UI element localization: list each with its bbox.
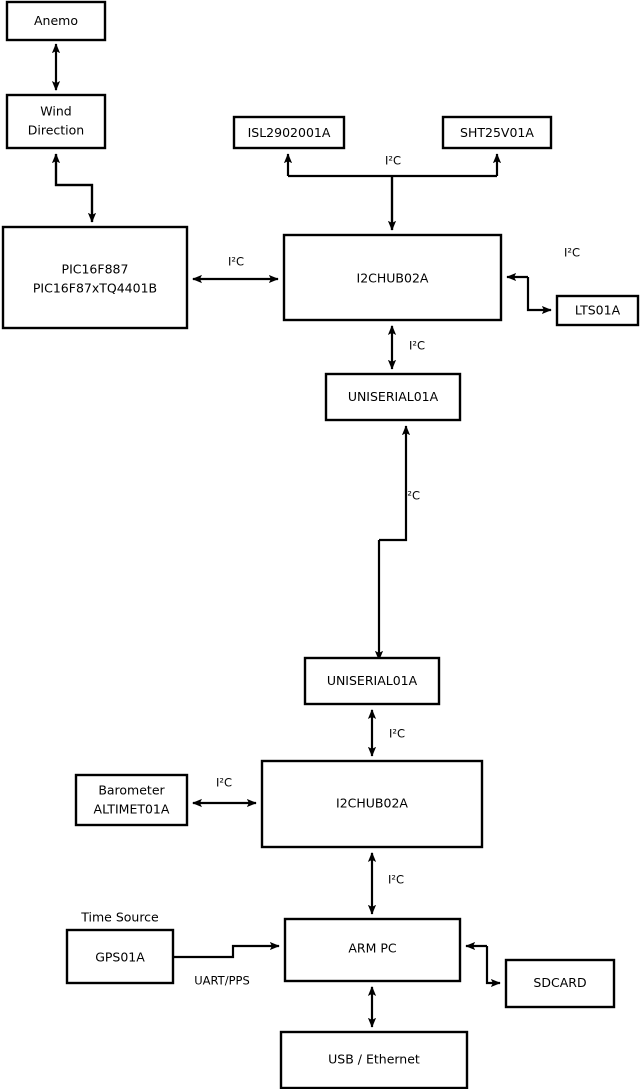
node-sht25v01a-label: SHT25V01A [460, 125, 534, 140]
node-usb-ethernet-box[interactable] [279, 1030, 469, 1089]
node-pic-box[interactable] [1, 225, 189, 330]
edge-label-i2c-hub-lts: I²C [564, 246, 580, 260]
node-barometer[interactable]: Barometer ALTIMET01A [74, 773, 189, 827]
node-isl2902001a-label: ISL2902001A [248, 125, 331, 140]
node-sdcard-box[interactable] [504, 958, 616, 1009]
node-pic-label-line1: PIC16F887 [62, 262, 129, 277]
node-barometer-box[interactable] [74, 773, 189, 827]
node-usb-ethernet-label: USB / Ethernet [328, 1052, 420, 1067]
connector-armpc-to-sdcard [485, 946, 501, 988]
node-arm-pc-label: ARM PC [348, 941, 397, 956]
node-barometer-label-line2: ALTIMET01A [94, 802, 170, 817]
node-sdcard[interactable]: SDCARD [504, 958, 616, 1009]
node-sdcard-label: SDCARD [533, 975, 586, 990]
node-uniserial01a-lower[interactable]: UNISERIAL01A [303, 656, 441, 706]
node-sht25v01a[interactable]: SHT25V01A [441, 115, 553, 150]
edge-label-i2c-hub-uniserial: I²C [409, 339, 425, 353]
node-i2chub02a-top-label: I2CHUB02A [357, 271, 429, 286]
node-gps01a[interactable]: GPS01A [65, 928, 175, 985]
node-uniserial01a-upper-label: UNISERIAL01A [348, 389, 439, 404]
node-uniserial01a-upper[interactable]: UNISERIAL01A [324, 372, 462, 422]
edge-label-i2c-baro-hub: I²C [216, 776, 232, 790]
node-barometer-label-line1: Barometer [98, 783, 165, 798]
node-pic-label-line2: PIC16F87xTQ4401B [33, 281, 157, 296]
node-i2chub02a-bottom-box[interactable] [260, 759, 484, 849]
node-isl2902001a[interactable]: ISL2902001A [232, 115, 346, 150]
node-sht25v01a-box[interactable] [441, 115, 553, 150]
node-i2chub02a-bottom[interactable]: I2CHUB02A [260, 759, 484, 849]
node-wind-direction-label-line2: Direction [28, 123, 84, 138]
edge-label-uart-pps: UART/PPS [194, 974, 250, 988]
node-uniserial01a-lower-label: UNISERIAL01A [327, 673, 418, 688]
edge-label-i2c-uniserial-link: I²C [404, 489, 420, 503]
node-isl2902001a-box[interactable] [232, 115, 346, 150]
node-anemo[interactable]: Anemo [5, 0, 107, 42]
connector-pic-to-wind [51, 153, 94, 222]
connector-wind-to-pic [54, 154, 97, 223]
node-wind-direction[interactable]: Wind Direction [5, 93, 107, 150]
node-gps01a-box[interactable] [65, 928, 175, 985]
connector-hub-to-lts [526, 277, 552, 315]
node-anemo-box[interactable] [5, 0, 107, 42]
connector-uniserial-link-up [379, 425, 411, 542]
node-uniserial01a-upper-box[interactable] [324, 372, 462, 422]
node-pic[interactable]: PIC16F887 PIC16F87xTQ4401B [1, 225, 189, 330]
node-lts01a-box[interactable] [555, 294, 640, 327]
edge-label-i2c-pic-hub: I²C [228, 255, 244, 269]
node-lts01a[interactable]: LTS01A [555, 294, 640, 327]
connector-gps-armpc [173, 941, 280, 959]
node-arm-pc-box[interactable] [283, 917, 462, 983]
free-label-time-source: Time Source [80, 910, 159, 925]
node-wind-direction-box[interactable] [5, 93, 107, 150]
node-wind-direction-label-line1: Wind [40, 104, 71, 119]
node-arm-pc[interactable]: ARM PC [283, 917, 462, 983]
node-anemo-label: Anemo [34, 13, 78, 28]
node-uniserial01a-lower-box[interactable] [303, 656, 441, 706]
node-lts01a-label: LTS01A [575, 303, 621, 318]
node-gps01a-label: GPS01A [95, 950, 145, 965]
node-usb-ethernet[interactable]: USB / Ethernet [279, 1030, 469, 1089]
edge-label-i2c-hub-armpc: I²C [388, 873, 404, 887]
node-i2chub02a-bottom-label: I2CHUB02A [336, 796, 408, 811]
edge-label-i2c-uniserial2-hub: I²C [389, 727, 405, 741]
node-i2chub02a-top[interactable]: I2CHUB02A [282, 233, 503, 322]
node-i2chub02a-top-box[interactable] [282, 233, 503, 322]
edge-label-i2c-sensor-bus: I²C [385, 154, 401, 168]
